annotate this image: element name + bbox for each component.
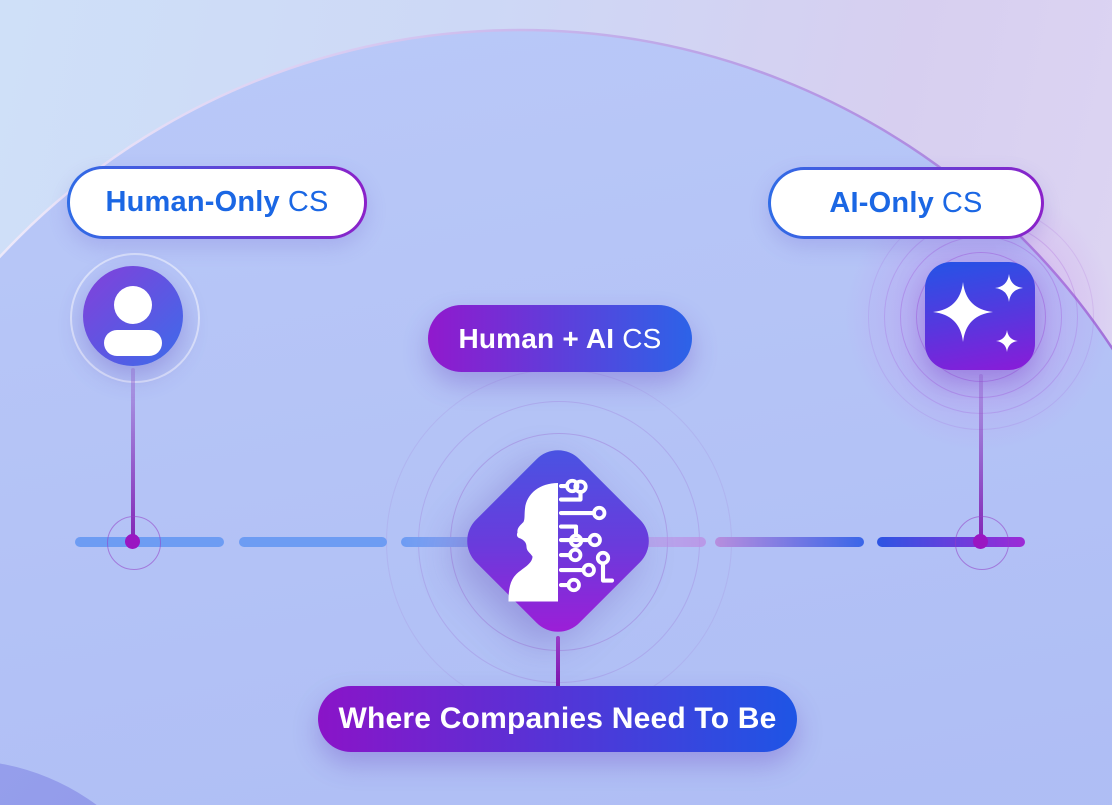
right-connector-line <box>979 374 983 544</box>
person-icon <box>104 286 162 356</box>
corner-circle <box>0 763 97 805</box>
left-node-ring <box>107 516 161 570</box>
human-ai-suffix: CS <box>622 322 662 354</box>
pill-human-ai: Human + AI CS <box>428 305 692 372</box>
human-circuit-head-icon <box>508 478 615 602</box>
pill-target: Where Companies Need To Be <box>318 686 797 752</box>
human-ai-label: Human + AI <box>458 322 615 354</box>
human-only-label: Human-Only <box>105 186 280 218</box>
right-node-ring <box>955 516 1009 570</box>
center-stem-line <box>556 636 560 688</box>
ai-only-suffix: CS <box>941 186 983 219</box>
right-node-dot <box>973 534 988 549</box>
timeline-segment <box>715 537 864 547</box>
left-node-dot <box>125 534 140 549</box>
left-connector-line <box>131 368 135 544</box>
timeline-segment <box>877 537 1025 547</box>
pill-ai-only: AI-Only CS <box>768 167 1044 239</box>
ai-badge <box>925 262 1035 370</box>
sparkles-ai-icon <box>933 274 1023 352</box>
person-halo-ring <box>70 253 200 383</box>
pill-human-only: Human-Only CS <box>67 166 367 239</box>
target-label: Where Companies Need To Be <box>338 702 777 735</box>
human-only-suffix: CS <box>287 186 329 218</box>
timeline-segment <box>239 537 387 547</box>
person-badge <box>83 266 183 366</box>
ai-only-label: AI-Only <box>829 186 934 219</box>
